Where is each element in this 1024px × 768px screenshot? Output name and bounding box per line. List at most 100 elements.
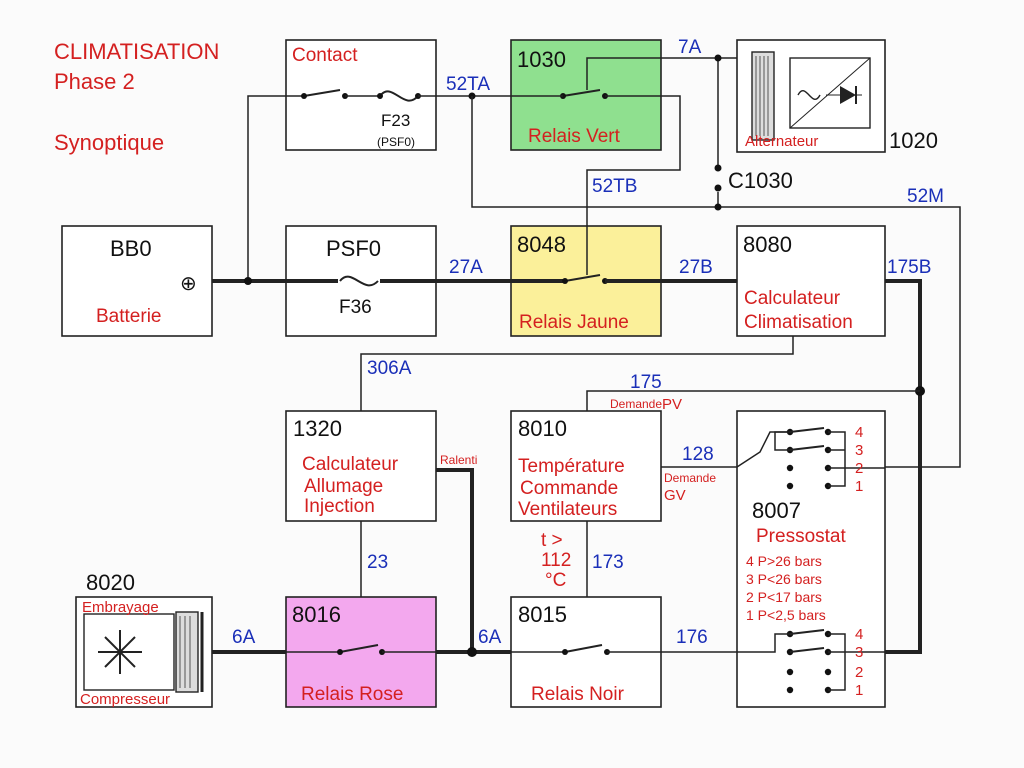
connector-pin: [714, 184, 722, 192]
pressostat-upper-pin-4: 4: [855, 424, 863, 441]
switch-pin: [562, 278, 568, 284]
wire-label-27a: 27A: [449, 257, 483, 278]
temperature-line2: Commande: [520, 478, 618, 499]
wire-175b: [885, 279, 922, 654]
wire-label-52m: 52M: [907, 186, 944, 207]
annotation-t-line3: °C: [545, 570, 566, 591]
annotation-ralenti: Ralenti: [440, 453, 477, 467]
connector-pin: [714, 164, 722, 172]
temperature-code: 8010: [518, 416, 567, 441]
batterie-box: [61, 225, 213, 337]
pressostat-name: Pressostat: [756, 526, 846, 547]
pressostat-level-2: 2 P<17 bars: [746, 589, 822, 605]
contact-switch: [303, 89, 341, 97]
pressostat-upper-pin-1: 1: [855, 478, 863, 495]
wire-label-52ta: 52TA: [446, 74, 490, 95]
relais-vert-code: 1030: [517, 47, 566, 72]
pressostat-level-1: 1 P<2,5 bars: [746, 607, 826, 623]
relais-vert-name: Relais Vert: [528, 126, 621, 147]
relais-jaune-name: Relais Jaune: [519, 312, 629, 333]
psf0-code: PSF0: [326, 236, 381, 261]
junction-dot: [714, 54, 722, 62]
calc-clim-box: [736, 225, 886, 337]
relais-jaune-code: 8048: [517, 232, 566, 257]
wire-52ta-loop: [471, 96, 961, 468]
switch-pin: [337, 649, 343, 655]
wire-ralenti: [436, 468, 474, 652]
annotation-pv: PV: [662, 396, 682, 413]
junction-dot: [244, 277, 252, 285]
relais-rose-code: 8016: [292, 602, 341, 627]
compresseur-icon: [83, 611, 204, 693]
annotation-gv: GV: [664, 487, 686, 504]
temperature-line3: Ventilateurs: [518, 499, 617, 520]
wire-label-23: 23: [367, 552, 388, 573]
temperature-line1: Température: [518, 456, 625, 477]
wire-label-6a-left: 6A: [232, 627, 256, 648]
relais-vert-coil-wire: [586, 57, 737, 90]
relais-jaune-switch: [564, 274, 601, 282]
pressostat-level-3: 3 P<26 bars: [746, 571, 822, 587]
title-line1: CLIMATISATION: [54, 39, 219, 64]
wire-label-128: 128: [682, 444, 714, 465]
embrayage-label: Embrayage: [82, 599, 159, 616]
calc-clim-line1: Calculateur: [744, 288, 841, 309]
pressostat-lower-pin-2: 2: [855, 664, 863, 681]
wire-label-306a: 306A: [367, 358, 412, 379]
relais-rose-name: Relais Rose: [301, 684, 403, 705]
title-line3: Synoptique: [54, 130, 164, 155]
compresseur-code: 8020: [86, 570, 135, 595]
calc-inj-line2: Allumage: [304, 476, 383, 497]
relais-noir-code: 8015: [518, 602, 567, 627]
relais-noir-name: Relais Noir: [531, 684, 625, 705]
relais-noir-switch: [564, 644, 603, 653]
battery-contact-wire: [247, 95, 286, 281]
fuse-pin: [377, 93, 383, 99]
calc-inj-line3: Injection: [304, 496, 375, 517]
wire-label-27b: 27B: [679, 257, 713, 278]
batterie-name: Batterie: [96, 306, 161, 327]
alternateur-label: Alternateur: [745, 133, 818, 150]
pressostat-lower-pin-3: 3: [855, 644, 863, 661]
pressostat-lower-contacts: [737, 629, 885, 694]
pressostat-upper-pin-3: 3: [855, 442, 863, 459]
calc-clim-code: 8080: [743, 232, 792, 257]
pressostat-level-4: 4 P>26 bars: [746, 553, 822, 569]
pressostat-code: 8007: [752, 498, 801, 523]
annotation-demande-pv: Demande: [610, 397, 662, 411]
wire-label-175: 175: [630, 372, 662, 393]
fuse-f23-symbol: [379, 90, 419, 102]
fuse-f36-label: F36: [339, 297, 372, 318]
calc-inj-box: [285, 410, 437, 522]
wire-label-173: 173: [592, 552, 624, 573]
calc-clim-line2: Climatisation: [744, 312, 853, 333]
alternateur-code: 1020: [889, 128, 938, 153]
compresseur-label: Compresseur: [80, 691, 170, 708]
calc-inj-line1: Calculateur: [302, 454, 399, 475]
pressostat-lower-pin-1: 1: [855, 682, 863, 699]
wire-label-52tb: 52TB: [592, 176, 637, 197]
pressostat-lower-pin-4: 4: [855, 626, 863, 643]
switch-pin: [301, 93, 307, 99]
annotation-demande-gv: Demande: [664, 471, 716, 485]
fuse-f23-label: F23: [381, 111, 410, 130]
annotation-t-line2: 112: [541, 550, 571, 571]
temperature-box: [510, 410, 662, 522]
wire-175: [586, 390, 920, 411]
relais-vert-switch: [562, 89, 601, 97]
pressostat-box: [736, 410, 886, 708]
fuse-f36-symbol: [339, 275, 379, 287]
title-line2: Phase 2: [54, 69, 135, 94]
pressostat-upper-contacts: [774, 427, 885, 490]
wire-label-6a-right: 6A: [478, 627, 502, 648]
switch-pin: [562, 649, 568, 655]
annotation-t-line1: t >: [541, 530, 563, 551]
calc-inj-code: 1320: [293, 416, 342, 441]
batterie-plus-symbol: ⊕: [180, 273, 197, 295]
relais-vert-out-wire: [586, 95, 681, 226]
contact-label: Contact: [292, 45, 358, 66]
connector-c1030-label: C1030: [728, 168, 793, 193]
wire-label-7a: 7A: [678, 37, 702, 58]
